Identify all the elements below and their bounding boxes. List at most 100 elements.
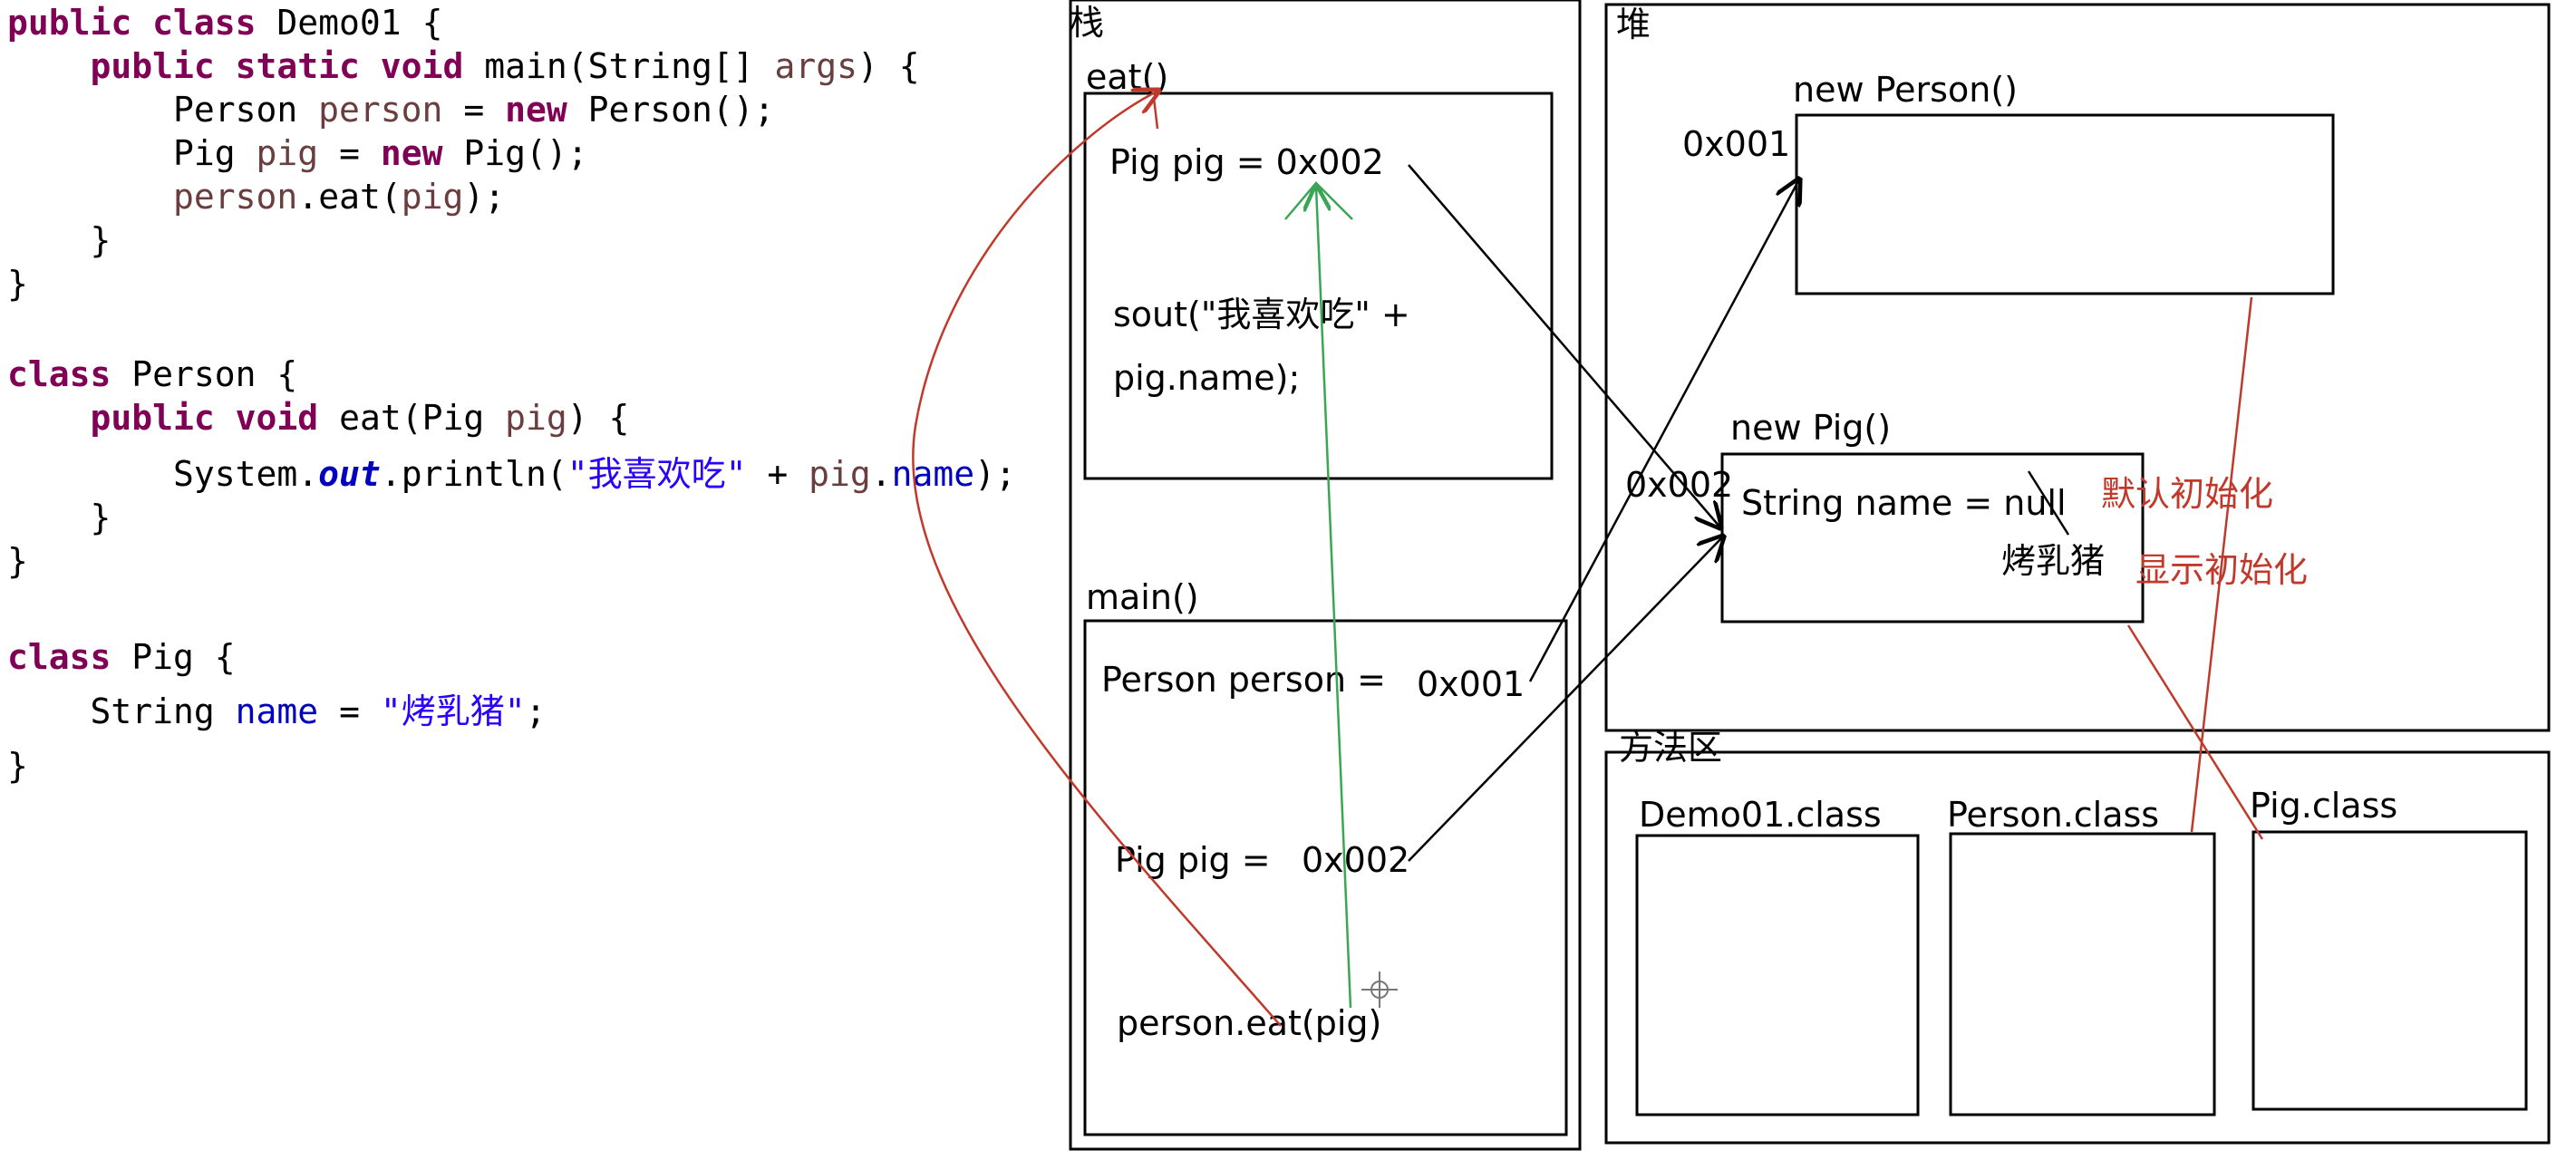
code-token: } (7, 220, 111, 260)
class-box-demo01 (1635, 834, 1920, 1116)
code-line: class Person { (7, 353, 297, 395)
eat-frame-box (1083, 92, 1554, 480)
code-token: + (746, 454, 809, 494)
code-token: args (774, 46, 858, 86)
code-token: ) { (567, 398, 630, 438)
main-person-line: Person person = (1101, 660, 1386, 700)
code-token: class (7, 354, 132, 394)
heap-pig-addr: 0x002 (1625, 465, 1733, 505)
code-line: System.out.println("我喜欢吃" + pig.name); (7, 453, 1016, 495)
code-line: public static void main(String[] args) { (7, 45, 920, 87)
code-token: main(String[] (484, 46, 775, 86)
method-area-border (1604, 750, 2551, 1145)
arrow-main-pig-to-heap (1408, 536, 1723, 862)
code-token: pig (401, 177, 464, 217)
code-token: new (380, 133, 464, 173)
code-token: name (891, 454, 975, 494)
class-box-pig (2252, 830, 2528, 1111)
code-token: Pig { (131, 637, 236, 677)
code-line: } (7, 540, 28, 582)
code-line: public class Demo01 { (7, 2, 442, 44)
stack-region: 栈 eat() Pig pig = 0x002 sout("我喜欢吃" + pi… (1069, 0, 1582, 1151)
method-area-title: 方法区 (1619, 728, 1722, 768)
class-label-pig: Pig.class (2250, 786, 2397, 826)
reference-arrows (1408, 164, 1799, 862)
code-token: eat(Pig (339, 398, 506, 438)
code-token: ; (525, 691, 547, 731)
code-line: } (7, 219, 111, 261)
default-init-annotation: 默认初始化 (2101, 474, 2273, 514)
code-token: . (870, 454, 892, 494)
heap-pig-field: String name = null (1741, 483, 2067, 523)
code-token: pig (809, 454, 871, 494)
heap-person-object: new Person() 0x001 (1682, 70, 2335, 295)
eat-sout-line2: pig.name); (1113, 358, 1300, 398)
class-label-person: Person.class (1947, 795, 2159, 835)
heap-region: 堆 new Person() 0x001 new Pig() 0x002 Str… (1604, 3, 2551, 732)
code-token: public void (90, 398, 340, 438)
pig-class-link (2126, 624, 2264, 840)
stack-border (1069, 0, 1582, 1151)
code-token: new (505, 90, 588, 130)
code-token: String (7, 691, 236, 731)
code-token: person (173, 177, 298, 217)
code-line: public void eat(Pig pig) { (7, 397, 630, 439)
code-line: Pig pig = new Pig(); (7, 132, 588, 174)
code-token: "烤乳猪" (380, 691, 526, 731)
eat-frame: eat() Pig pig = 0x002 sout("我喜欢吃" + pig.… (1083, 57, 1554, 480)
arrow-person-to-heap (1528, 179, 1799, 682)
main-call-line: person.eat(pig) (1117, 1003, 1381, 1043)
code-token: = (442, 90, 506, 130)
return-arrow (1316, 187, 1352, 1009)
class-label-demo01: Demo01.class (1639, 795, 1882, 835)
cursor-crosshair-icon (1361, 972, 1398, 1008)
code-token: Person (7, 90, 319, 130)
call-arrow-tick (1152, 97, 1159, 130)
return-arrow-head (1284, 181, 1353, 220)
heap-border (1604, 3, 2551, 732)
code-line: Person person = new Person(); (7, 89, 775, 130)
code-token: System. (7, 454, 319, 494)
main-frame-box (1083, 619, 1568, 1136)
code-line: } (7, 745, 28, 787)
code-token: Person { (131, 354, 298, 394)
eat-sout-line1: sout("我喜欢吃" + (1113, 295, 1410, 334)
heap-pig-box (1720, 452, 2145, 624)
method-area-region: 方法区 Demo01.class Person.class Pig.class (1604, 728, 2551, 1145)
heap-pig-object: new Pig() 0x002 String name = null 烤乳猪 (1625, 408, 2145, 624)
code-token: out (318, 454, 381, 494)
code-token: .eat( (297, 177, 402, 217)
heap-title: 堆 (1616, 5, 1651, 44)
code-token: } (7, 264, 28, 304)
main-person-addr: 0x001 (1417, 664, 1525, 704)
code-line: String name = "烤乳猪"; (7, 691, 547, 732)
code-token: } (7, 498, 111, 537)
code-token: person (318, 90, 443, 130)
code-token: Pig(); (463, 133, 588, 173)
class-box-person (1949, 832, 2216, 1116)
eat-pig-line: Pig pig = 0x002 (1109, 142, 1384, 182)
code-line: } (7, 263, 28, 304)
code-token: ); (463, 177, 506, 217)
code-token: = (318, 133, 381, 173)
code-token: .println( (380, 454, 567, 494)
heap-person-box (1795, 113, 2335, 295)
main-frame-title: main() (1086, 577, 1199, 617)
heap-pig-new-value: 烤乳猪 (2001, 541, 2105, 581)
heap-person-addr: 0x001 (1682, 124, 1790, 164)
code-token: pig (505, 398, 567, 438)
code-token: = (318, 691, 381, 731)
strike-mark (2027, 470, 2070, 536)
code-token: class (7, 637, 132, 677)
main-frame: main() Person person = 0x001 Pig pig = 0… (1083, 577, 1568, 1136)
main-pig-addr: 0x002 (1302, 840, 1409, 880)
heap-pig-title: new Pig() (1730, 408, 1891, 448)
arrow-eat-pig-to-heap (1408, 164, 1720, 527)
code-panel: public class Demo01 { public static void… (7, 0, 1059, 786)
heap-person-title: new Person() (1793, 70, 2018, 110)
code-token: } (7, 541, 28, 581)
call-arrow (912, 91, 1282, 1027)
code-token: } (7, 746, 28, 786)
code-token: pig (256, 133, 319, 173)
